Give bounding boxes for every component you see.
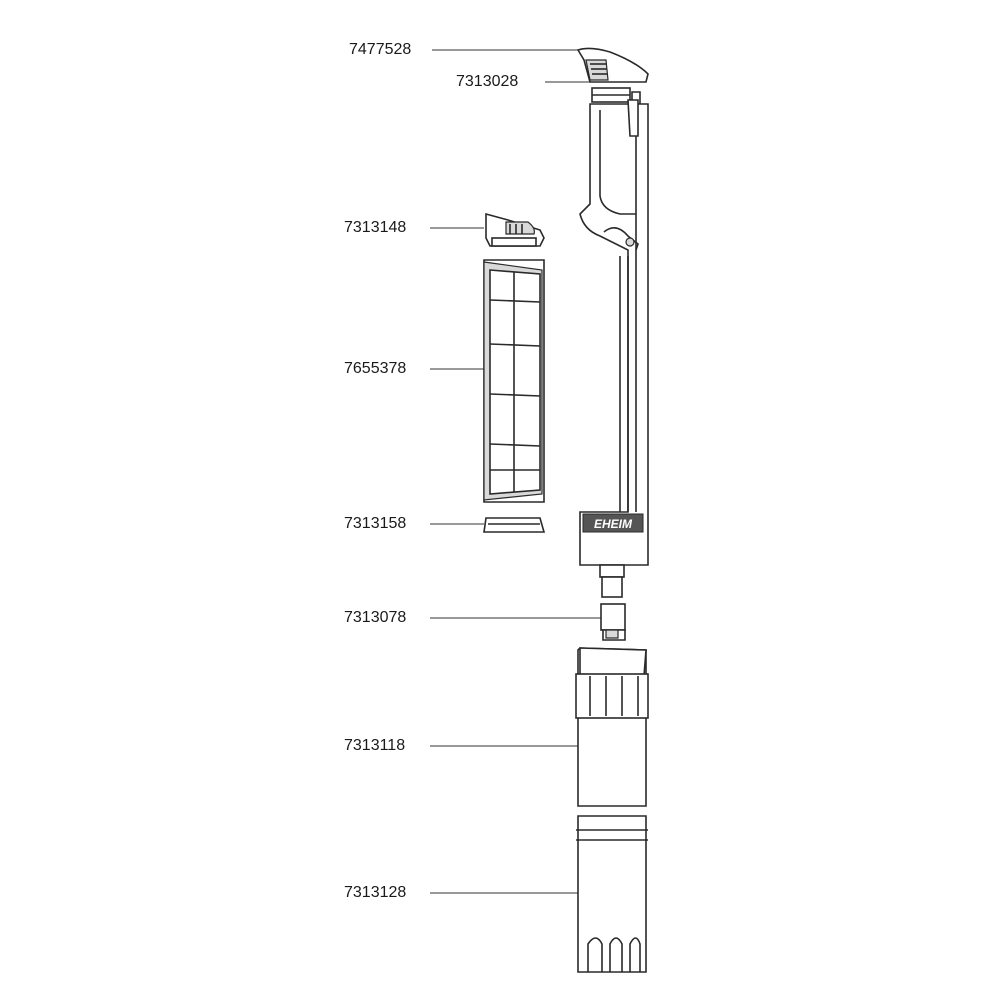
- filter-cartridge-part: [483, 259, 545, 503]
- intake-strainer-part: [576, 815, 648, 973]
- part-number-intake-strainer: 7313128: [344, 884, 407, 901]
- cartridge-cap-part: [485, 212, 545, 247]
- part-number-tube-section: 7313118: [344, 737, 406, 754]
- connector-part: [600, 603, 626, 641]
- leader-lines: [430, 49, 601, 894]
- part-number-filter-cartridge: 7655378: [344, 360, 407, 377]
- brand-logo: EHEIM: [594, 517, 633, 531]
- part-number-seal-ring: 7313028: [456, 73, 519, 90]
- part-number-cartridge-base: 7313158: [344, 515, 407, 532]
- part-number-connector: 7313078: [344, 609, 407, 626]
- part-number-cover: 7477528: [349, 41, 412, 58]
- cartridge-base-part: [483, 517, 546, 533]
- part-number-cartridge-cap: 7313148: [344, 219, 407, 236]
- main-housing: EHEIM: [579, 99, 649, 598]
- cover-part: [576, 47, 649, 83]
- tube-section-part: [575, 647, 649, 807]
